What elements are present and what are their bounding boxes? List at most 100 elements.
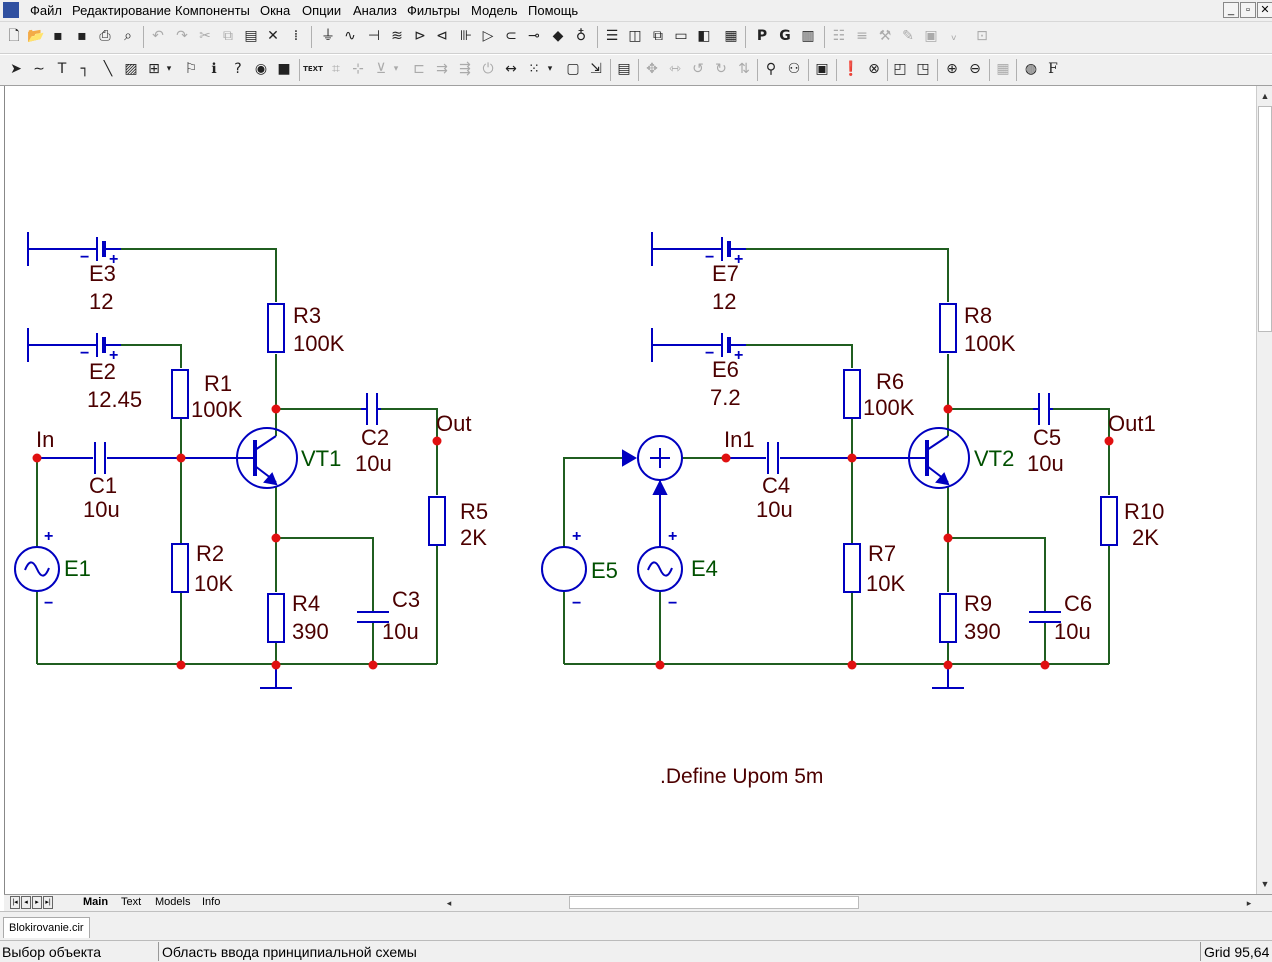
scroll-left-icon[interactable]: ◂ bbox=[446, 898, 452, 908]
vertical-scrollbar[interactable]: ▲ ▼ bbox=[1256, 86, 1272, 894]
summing-junction[interactable] bbox=[622, 435, 683, 548]
pin-connections-icon[interactable]: ⇶ bbox=[459, 61, 471, 77]
resistor-icon[interactable]: ≋ bbox=[391, 28, 403, 44]
resistor-r9[interactable] bbox=[939, 593, 957, 643]
menu-file[interactable]: Файл bbox=[30, 3, 62, 18]
opamp-icon[interactable]: ▷ bbox=[482, 28, 494, 44]
dc-source-e5[interactable] bbox=[541, 546, 587, 592]
transistor-icon[interactable]: ⊪ bbox=[459, 28, 473, 44]
shapes-dropdown-icon[interactable]: ▾ bbox=[166, 64, 172, 74]
expand-icon[interactable]: ⇲ bbox=[590, 61, 602, 77]
vertical-scroll-thumb[interactable] bbox=[1258, 106, 1272, 332]
resistor-r2[interactable] bbox=[171, 543, 189, 593]
resistor-r1[interactable] bbox=[171, 369, 189, 419]
zoom-out-icon[interactable]: ⊖ bbox=[969, 61, 981, 77]
menu-analysis[interactable]: Анализ bbox=[353, 3, 397, 18]
close-button[interactable]: ✕ bbox=[1257, 2, 1272, 18]
display-dropdown-icon[interactable]: ▾ bbox=[393, 64, 399, 74]
scroll-down-icon[interactable]: ▼ bbox=[1260, 879, 1270, 889]
ungroup-icon[interactable]: ◳ bbox=[916, 61, 930, 77]
table-icon[interactable]: ▥ bbox=[801, 28, 815, 44]
print-icon[interactable]: ⎙ bbox=[99, 28, 111, 44]
menu-components[interactable]: Компоненты bbox=[175, 3, 250, 18]
menu-windows[interactable]: Окна bbox=[260, 3, 291, 18]
ground-icon[interactable]: ⏚ bbox=[321, 28, 335, 44]
scroll-up-icon[interactable]: ▲ bbox=[1260, 91, 1270, 101]
zener-icon[interactable]: ⊲ bbox=[436, 28, 448, 44]
property-p-button[interactable]: P bbox=[756, 28, 768, 44]
scroll-right-icon[interactable]: ▸ bbox=[1246, 898, 1252, 908]
save-icon[interactable]: ▪ bbox=[53, 28, 63, 44]
list-icon[interactable]: ☷ bbox=[832, 28, 846, 44]
binoculars-icon[interactable]: ⚇ bbox=[787, 61, 801, 77]
wire-tool-icon[interactable]: ∼ bbox=[33, 61, 45, 77]
stop-icon[interactable]: ■ bbox=[277, 61, 291, 77]
source-icon[interactable]: ∿ bbox=[344, 28, 356, 44]
group-icon[interactable]: ◰ bbox=[893, 61, 907, 77]
menu-model[interactable]: Модель bbox=[471, 3, 518, 18]
capacitor-c5[interactable] bbox=[1033, 393, 1053, 425]
menu-filters[interactable]: Фильтры bbox=[407, 3, 461, 18]
switch-icon[interactable]: ⊸ bbox=[528, 28, 540, 44]
menu-edit[interactable]: Редактирование bbox=[72, 3, 172, 18]
transistor-vt1[interactable] bbox=[181, 427, 298, 489]
globe-icon[interactable]: ◍ bbox=[1024, 61, 1038, 77]
tab-main[interactable]: Main bbox=[83, 896, 109, 908]
define-directive-text[interactable]: .Define Upom 5m bbox=[660, 765, 823, 788]
select-arrow-icon[interactable]: ➤ bbox=[10, 61, 22, 77]
rotate-left-icon[interactable]: ↺ bbox=[692, 61, 704, 77]
split-window-icon[interactable]: ◧ bbox=[697, 28, 711, 44]
tab-text[interactable]: Text bbox=[121, 896, 142, 908]
flip-icon[interactable]: ⇅ bbox=[738, 61, 750, 77]
error-icon[interactable]: ⊗ bbox=[868, 61, 880, 77]
info-icon[interactable]: ℹ bbox=[211, 61, 217, 77]
new-icon[interactable]: 🗋 bbox=[8, 28, 20, 44]
capacitor-c2[interactable] bbox=[361, 393, 381, 425]
resistor-r5[interactable] bbox=[428, 496, 446, 546]
help-query-icon[interactable]: ? bbox=[234, 61, 242, 77]
copy-icon[interactable]: ⧉ bbox=[223, 28, 233, 44]
grid-dropdown-icon[interactable]: ▾ bbox=[547, 64, 553, 74]
cut-icon[interactable]: ✂ bbox=[199, 28, 211, 44]
move-icon[interactable]: ✥ bbox=[646, 61, 658, 77]
tab-info[interactable]: Info bbox=[202, 896, 221, 908]
wrench-icon[interactable]: ⚒ bbox=[878, 28, 892, 44]
document-tab[interactable]: Blokirovanie.cir bbox=[3, 917, 90, 938]
select-all-icon[interactable]: ⁞ bbox=[293, 28, 299, 44]
capacitor-c1[interactable] bbox=[37, 442, 181, 474]
resistor-r4[interactable] bbox=[267, 593, 285, 643]
tile-vertical-icon[interactable]: ◫ bbox=[628, 28, 642, 44]
page-icon[interactable]: ▢ bbox=[566, 61, 580, 77]
rotate-right-icon[interactable]: ↻ bbox=[715, 61, 727, 77]
battery-e7[interactable] bbox=[651, 232, 746, 266]
monitor-icon[interactable]: ▣ bbox=[815, 61, 829, 77]
property-g-button[interactable]: G bbox=[779, 28, 791, 44]
delete-icon[interactable]: ✕ bbox=[267, 28, 279, 44]
horizontal-scrollbar[interactable]: ◂ ▸ bbox=[441, 895, 1261, 911]
voltage-display-icon[interactable]: ⊻ bbox=[375, 61, 387, 77]
flag-icon[interactable]: ⚐ bbox=[184, 61, 198, 77]
shapes-icon[interactable]: ⊞ bbox=[148, 61, 160, 77]
calc-icon[interactable]: ▦ bbox=[996, 61, 1010, 77]
node-number-icon[interactable]: ⊹ bbox=[352, 61, 364, 77]
battery-e2[interactable] bbox=[27, 328, 121, 362]
restore-button[interactable]: ▫ bbox=[1240, 2, 1256, 18]
resistor-r10[interactable] bbox=[1100, 496, 1118, 546]
resistor-r6[interactable] bbox=[843, 369, 861, 419]
orthogonal-wire-icon[interactable]: ┐ bbox=[80, 61, 90, 77]
warning-icon[interactable]: ❗ bbox=[842, 61, 860, 77]
ac-source-e1[interactable] bbox=[14, 546, 60, 592]
ac-source-e4[interactable] bbox=[637, 546, 683, 592]
schematic-canvas[interactable]: − + − + + − E3 12 E2 12.45 R3 100K R1 10… bbox=[4, 86, 1257, 894]
tab-models[interactable]: Models bbox=[155, 896, 191, 908]
horizontal-scroll-thumb[interactable] bbox=[569, 896, 859, 909]
print-preview-icon[interactable]: ⌕ bbox=[124, 28, 132, 44]
menu-help[interactable]: Помощь bbox=[528, 3, 579, 18]
resistor-r8[interactable] bbox=[939, 303, 957, 353]
minimize-button[interactable]: _ bbox=[1223, 2, 1239, 18]
capacitor-c4[interactable] bbox=[726, 442, 852, 474]
inductor-icon[interactable]: ⊂ bbox=[505, 28, 517, 44]
on-off-icon[interactable]: ⏻ bbox=[482, 61, 494, 77]
text-button[interactable]: TEXT bbox=[303, 65, 323, 73]
font-button[interactable]: F bbox=[1048, 61, 1058, 77]
